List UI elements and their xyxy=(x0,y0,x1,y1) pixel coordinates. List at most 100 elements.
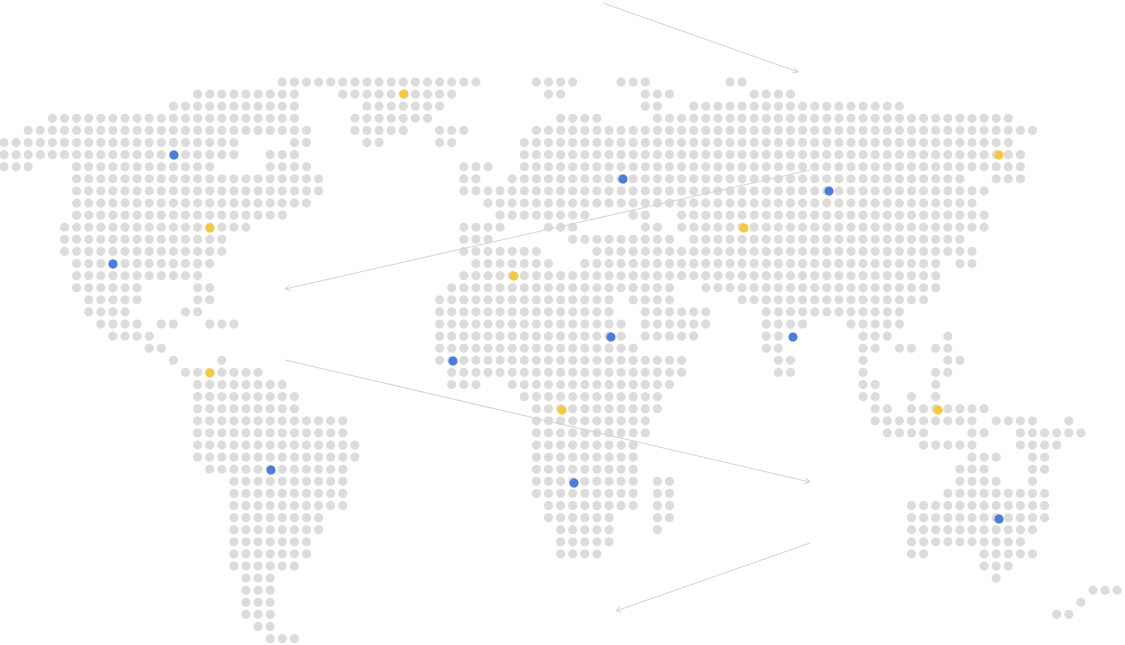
land-dot xyxy=(96,174,106,184)
land-dot xyxy=(277,488,287,498)
location-marker-secondary[interactable] xyxy=(994,150,1004,160)
location-marker-secondary[interactable] xyxy=(739,223,749,233)
land-dot xyxy=(604,355,614,365)
land-dot xyxy=(592,452,602,462)
land-dot xyxy=(919,125,929,135)
location-marker-primary[interactable] xyxy=(788,332,798,342)
land-dot xyxy=(580,295,590,305)
location-marker-secondary[interactable] xyxy=(205,368,215,378)
land-dot xyxy=(955,464,965,474)
land-dot xyxy=(640,101,650,111)
land-dot xyxy=(156,210,166,220)
land-dot xyxy=(628,271,638,281)
land-dot xyxy=(556,537,566,547)
location-marker-primary[interactable] xyxy=(824,186,834,196)
land-dot xyxy=(979,162,989,172)
location-marker-primary[interactable] xyxy=(108,259,118,269)
land-dot xyxy=(205,452,215,462)
land-dot xyxy=(967,537,977,547)
land-dot xyxy=(834,137,844,148)
location-marker-primary[interactable] xyxy=(448,356,458,366)
land-dot xyxy=(979,150,989,160)
land-dot xyxy=(132,113,142,123)
land-dot xyxy=(1076,597,1086,607)
location-marker-primary[interactable] xyxy=(994,514,1004,524)
land-dot xyxy=(289,476,299,486)
location-marker-secondary[interactable] xyxy=(509,271,519,281)
land-dot xyxy=(894,416,905,426)
land-dot xyxy=(822,258,832,269)
land-dot xyxy=(834,162,844,172)
land-dot xyxy=(943,500,953,511)
location-marker-primary[interactable] xyxy=(618,174,628,184)
land-dot xyxy=(894,428,905,438)
land-dot xyxy=(531,246,542,256)
location-marker-secondary[interactable] xyxy=(933,405,943,415)
land-dot xyxy=(108,125,118,135)
land-dot xyxy=(846,271,856,281)
land-dot xyxy=(1003,513,1013,523)
land-dot xyxy=(301,186,312,196)
land-dot xyxy=(834,295,844,305)
land-dot xyxy=(217,113,227,123)
land-dot xyxy=(931,392,941,402)
land-dot xyxy=(834,258,844,269)
location-marker-primary[interactable] xyxy=(169,150,179,160)
land-dot xyxy=(495,355,505,365)
land-dot xyxy=(447,331,457,341)
land-dot xyxy=(846,101,856,111)
land-dot xyxy=(664,355,675,365)
land-dot xyxy=(991,488,1001,498)
land-dot xyxy=(689,150,699,160)
land-dot xyxy=(991,500,1001,511)
land-dot xyxy=(628,392,638,402)
location-marker-secondary[interactable] xyxy=(205,223,215,233)
land-dot xyxy=(483,355,493,365)
land-dot xyxy=(568,198,578,208)
land-dot xyxy=(217,125,227,135)
land-dot xyxy=(507,343,517,353)
land-dot xyxy=(59,222,70,232)
land-dot xyxy=(894,113,905,123)
land-dot xyxy=(870,392,880,402)
land-dot xyxy=(543,488,554,498)
land-dot xyxy=(858,234,868,244)
location-marker-primary[interactable] xyxy=(569,478,579,488)
land-dot xyxy=(265,150,275,160)
land-dot xyxy=(616,404,626,414)
land-dot xyxy=(556,513,566,523)
land-dot xyxy=(519,367,529,377)
location-marker-primary[interactable] xyxy=(266,465,276,475)
land-dot xyxy=(519,379,529,390)
land-dot xyxy=(241,549,251,559)
land-dot xyxy=(193,210,203,220)
land-dot xyxy=(628,367,638,377)
land-dot xyxy=(1052,428,1062,438)
land-dot xyxy=(604,537,614,547)
land-dot xyxy=(241,488,251,498)
land-dot xyxy=(580,198,590,208)
land-dot xyxy=(858,162,868,172)
land-dot xyxy=(144,150,154,160)
location-marker-primary[interactable] xyxy=(606,332,616,342)
land-dot xyxy=(265,585,275,595)
land-dot xyxy=(277,525,287,535)
land-dot xyxy=(773,331,784,341)
land-dot xyxy=(543,392,554,402)
land-dot xyxy=(132,319,142,329)
land-dot xyxy=(846,125,856,135)
land-dot xyxy=(773,343,784,353)
land-dot xyxy=(459,283,469,293)
land-dot xyxy=(846,113,856,123)
location-marker-secondary[interactable] xyxy=(399,89,409,99)
land-dot xyxy=(677,319,687,329)
land-dot xyxy=(229,379,239,390)
land-dot xyxy=(326,500,336,511)
location-marker-secondary[interactable] xyxy=(557,405,567,415)
land-dot xyxy=(870,295,880,305)
land-dot xyxy=(277,150,287,160)
land-dot xyxy=(882,416,892,426)
land-dot xyxy=(1003,525,1013,535)
land-dot xyxy=(604,343,614,353)
land-dot xyxy=(761,101,771,111)
